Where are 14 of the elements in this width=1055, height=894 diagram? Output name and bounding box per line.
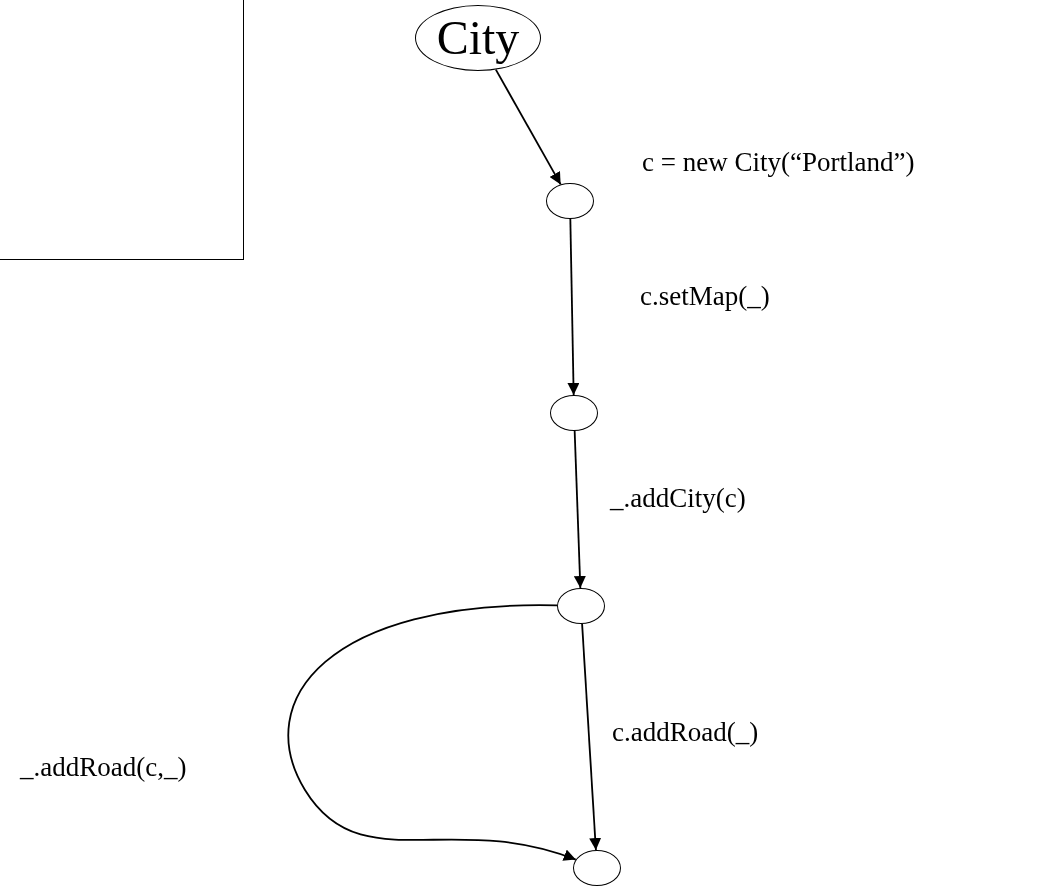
- edge-label: c.setMap(_): [640, 282, 770, 312]
- node-label: City: [436, 14, 520, 62]
- ellipse-node: [546, 183, 594, 219]
- edge-label: c = new City(“Portland”): [642, 148, 915, 178]
- ellipse-node: [557, 588, 605, 624]
- arrow: [567, 218, 580, 396]
- ellipse-node: [573, 850, 621, 886]
- arrow: [287, 604, 577, 862]
- edge-label: _.addRoad(c,_): [20, 753, 187, 783]
- arrow: [573, 430, 586, 589]
- edge-label: _.addCity(c): [610, 484, 746, 514]
- edge-label: c.addRoad(_): [612, 718, 759, 748]
- ellipse-node: [550, 395, 598, 431]
- arrow: [581, 623, 602, 851]
